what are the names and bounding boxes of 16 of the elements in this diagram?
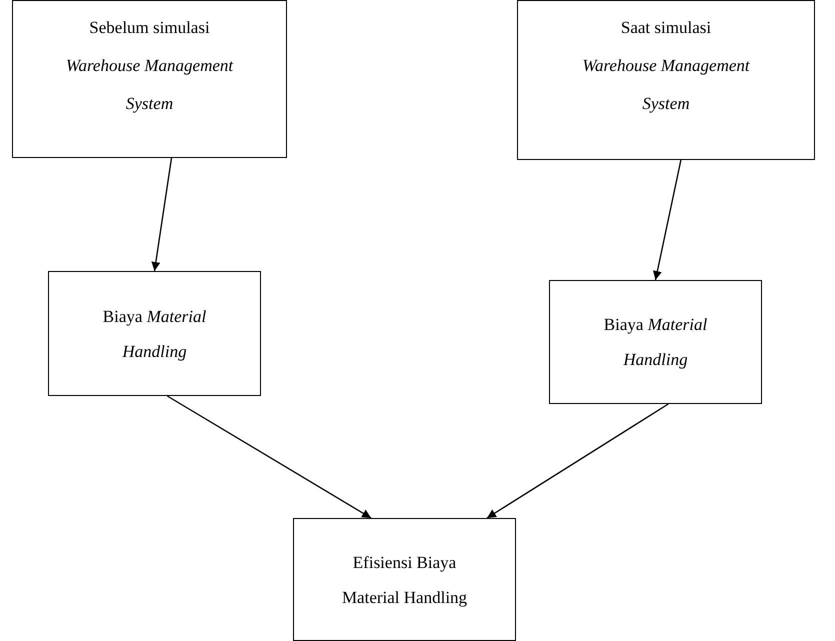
box-label: Saat simulasi [620,17,712,39]
process-box [12,0,287,158]
box-label: Warehouse Management System [581,55,751,115]
process-box [293,518,516,641]
arrow [486,403,669,519]
arrow [652,160,682,280]
box-label: Efisiensi Biaya Material Handling [342,552,468,609]
box-label: Sebelum simulasi [89,17,210,39]
arrow [151,158,172,272]
arrow [166,395,372,519]
process-box [549,280,762,404]
box-label: Biaya Material Handling [602,314,708,371]
process-box [48,271,261,396]
box-label: Warehouse Management System [64,55,234,115]
box-label: Biaya Material Handling [102,306,208,363]
process-box [517,0,815,160]
